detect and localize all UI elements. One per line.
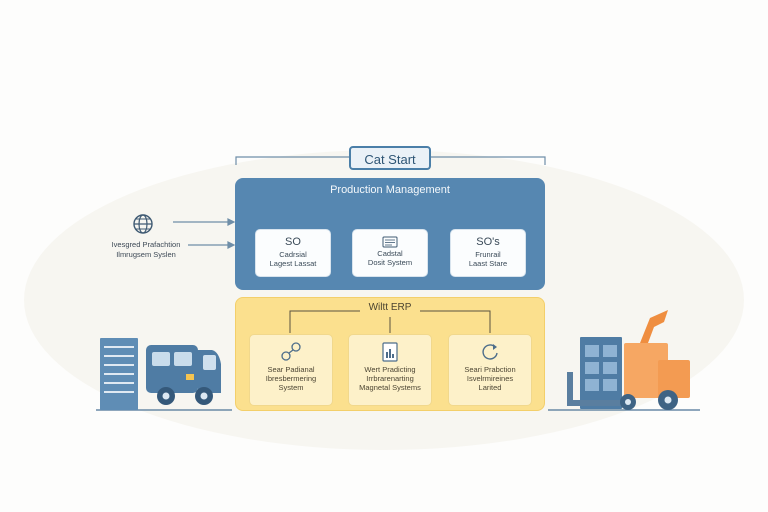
- production-card-3-sub: Frunrail Laast Stare: [468, 250, 508, 268]
- production-card-1[interactable]: SO Cadrsial Lagest Lassat: [255, 229, 331, 277]
- erp-card-2-text: Wert Pradicting Irrbrarenarting Magnetal…: [359, 365, 421, 392]
- start-label[interactable]: Cat Start: [349, 146, 431, 170]
- delivery-truck-icon: [146, 345, 221, 405]
- erp-title: Wiltt ERP: [368, 302, 412, 313]
- cycle-icon: [449, 341, 531, 365]
- side-label-text: Ivesgred Prafachtion Ilmrugsem Syslen: [111, 240, 181, 259]
- production-card-3-main: SO's: [476, 236, 500, 248]
- production-card-2-sub: Cadstal Dosit System: [367, 249, 413, 267]
- erp-card-3-text: Seari Prabction Isvelrmireines Larited: [464, 365, 516, 392]
- workflow-icon: [250, 341, 332, 365]
- side-system-label: Ivesgred Prafachtion Ilmrugsem Syslen: [100, 240, 192, 260]
- document-icon: [353, 235, 427, 248]
- top-bracket: [235, 156, 546, 165]
- production-card-1-sub: Cadrsial Lagest Lassat: [269, 250, 317, 268]
- server-rack-icon: [100, 338, 138, 410]
- production-card-2[interactable]: Cadstal Dosit System: [352, 229, 428, 277]
- warehouse-shelves-icon: [580, 337, 622, 409]
- globe-icon: [132, 213, 154, 235]
- erp-connectors: [289, 310, 491, 333]
- report-icon: [349, 341, 431, 365]
- production-card-3[interactable]: SO's Frunrail Laast Stare: [450, 229, 526, 277]
- forklift-icon: [567, 310, 690, 410]
- erp-card-1-text: Sear Padianal Ibresbermering System: [265, 365, 317, 392]
- erp-card-1[interactable]: Sear Padianal Ibresbermering System: [249, 334, 333, 406]
- input-arrows: [173, 218, 236, 249]
- erp-card-3[interactable]: Seari Prabction Isvelrmireines Larited: [448, 334, 532, 406]
- production-card-1-main: SO: [285, 236, 301, 248]
- erp-card-2[interactable]: Wert Pradicting Irrbrarenarting Magnetal…: [348, 334, 432, 406]
- production-management-title: Production Management: [330, 184, 450, 196]
